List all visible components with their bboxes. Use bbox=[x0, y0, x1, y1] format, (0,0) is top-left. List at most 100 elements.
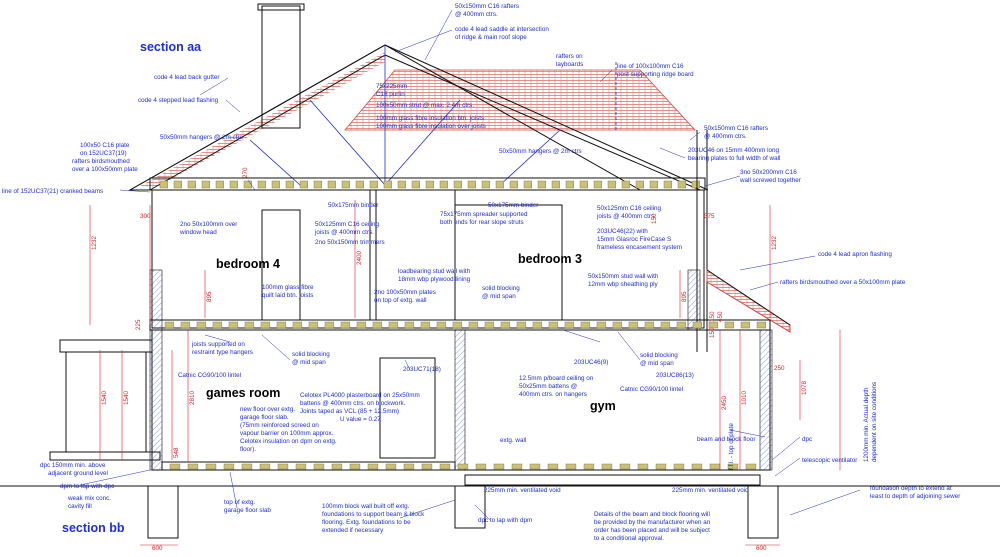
insulation-block bbox=[453, 180, 462, 189]
dim-150-rb: 150 bbox=[709, 327, 716, 338]
insulation-block bbox=[532, 321, 543, 329]
note-post-2: post supporting ridge board bbox=[617, 71, 694, 78]
insulation-block bbox=[745, 463, 757, 470]
note-uc-mid: 203UC46(9) bbox=[574, 359, 608, 366]
note-new-floor-2: garage floor slab. bbox=[240, 414, 289, 421]
annotations: 50x150mm C16 rafters @ 400mm ctrs. code … bbox=[2, 3, 960, 542]
insulation-block bbox=[411, 180, 420, 189]
note-new-floor-5: Celotex insulation on dpm on extg. bbox=[240, 438, 337, 445]
note-ceiling-joists: 50x125mm C16 ceiling bbox=[315, 221, 380, 228]
room-bedroom-3: bedroom 3 bbox=[518, 252, 582, 266]
insulation-block bbox=[547, 463, 559, 470]
dim-375: 375 bbox=[704, 213, 715, 220]
insulation-block bbox=[511, 463, 523, 470]
insulation-block bbox=[187, 180, 196, 189]
insulation-block bbox=[403, 463, 415, 470]
insulation-block bbox=[229, 180, 238, 189]
note-celotex: Celotex PL4000 plasterboard on 25x50mm bbox=[300, 392, 420, 399]
dim-895-right: 895 bbox=[681, 291, 688, 302]
insulation-block bbox=[607, 180, 616, 189]
section-title-bottom: section bb bbox=[62, 521, 125, 535]
note-birdsmouth-right: rafters birdsmouthed over a 50x100mm pla… bbox=[780, 279, 906, 286]
insulation-block bbox=[724, 321, 735, 329]
ground-storey bbox=[0, 329, 1000, 539]
note-loadbearing: loadbearing stud wall with bbox=[398, 268, 471, 275]
note-garage-slab-2: garage floor slab bbox=[224, 507, 271, 514]
insulation-block bbox=[593, 180, 602, 189]
insulation-block bbox=[529, 463, 541, 470]
insulation-block bbox=[308, 321, 319, 329]
note-saddle-2: of ridge & main roof slope bbox=[455, 34, 527, 41]
dimension-labels: 300 375 1232 1232 2400 895 895 225 150 4… bbox=[91, 167, 808, 552]
note-firecase: 203UC46(22) with bbox=[597, 228, 648, 235]
insulation-block bbox=[173, 180, 182, 189]
note-ceiling-joists-2: joists @ 400mm ctrs. bbox=[314, 229, 374, 236]
note-rafters-right: 50x150mm C16 rafters bbox=[704, 125, 768, 132]
insulation-block bbox=[228, 321, 239, 329]
dim-150-ra: 150 bbox=[651, 213, 658, 224]
note-catnic-right: Catnic CG90/100 lintel bbox=[620, 386, 683, 393]
note-rafters-right-2: @ 400mm ctrs. bbox=[704, 133, 747, 140]
room-gym: gym bbox=[590, 399, 616, 413]
note-firecase-3: frameless encasement system bbox=[597, 244, 682, 251]
insulation-block bbox=[691, 180, 700, 189]
insulation-block bbox=[244, 321, 255, 329]
note-binder-mid: 50x175mm binder bbox=[488, 202, 538, 209]
upper-storey bbox=[149, 189, 791, 333]
insulation-block bbox=[276, 321, 287, 329]
note-details-3: order has been placed and will be subjec… bbox=[594, 527, 710, 534]
note-blocking-mid: solid blocking bbox=[482, 285, 520, 292]
insulation-block bbox=[660, 321, 671, 329]
note-purlin-2: C16 purlin bbox=[376, 91, 405, 98]
note-post: line of 100x100mm C16 bbox=[617, 63, 684, 70]
insulation-block bbox=[500, 321, 511, 329]
insulation-block bbox=[367, 463, 379, 470]
insulation-block bbox=[709, 463, 721, 470]
insulation-block bbox=[223, 463, 235, 470]
insulation-block bbox=[341, 180, 350, 189]
insulation-block bbox=[628, 321, 639, 329]
insulation-block bbox=[457, 463, 469, 470]
note-hangers-left: 50x50mm hangers @ 2m ctrs bbox=[160, 134, 243, 141]
note-back-gutter: code 4 lead back gutter bbox=[154, 74, 219, 81]
note-new-floor-4: vapour barrier on 100mm approx. bbox=[240, 430, 334, 437]
note-dpc-right: dpc bbox=[802, 436, 812, 443]
note-birdsmouth-2: over a 100x50mm plate bbox=[72, 166, 138, 173]
note-quilt-2: quilt laid btn. joists bbox=[262, 292, 313, 299]
note-rafters-top: 50x150mm C16 rafters bbox=[455, 3, 519, 10]
insulation-block bbox=[537, 180, 546, 189]
dim-1232-right: 1232 bbox=[771, 235, 778, 250]
dim-300: 300 bbox=[140, 213, 151, 220]
insulation-block bbox=[692, 321, 703, 329]
insulation-block bbox=[388, 321, 399, 329]
insulation-block bbox=[313, 463, 325, 470]
insulation-block bbox=[635, 180, 644, 189]
dim-450: 450 bbox=[717, 311, 724, 322]
leader-lines bbox=[79, 9, 861, 521]
note-saddle: code 4 lead saddle at intersection bbox=[455, 26, 549, 33]
note-foundation-2: least to depth of adjoining sewer bbox=[870, 493, 960, 500]
roof-structure bbox=[128, 3, 709, 352]
insulation-block bbox=[708, 321, 719, 329]
insulation-block bbox=[259, 463, 271, 470]
insulation-block bbox=[327, 180, 336, 189]
insulation-block bbox=[356, 321, 367, 329]
insulation-block bbox=[475, 463, 487, 470]
insulation-block bbox=[637, 463, 649, 470]
dim-270: 270 bbox=[242, 167, 249, 178]
note-glass-fibre-2: 100mm glass fibre insulation over joists bbox=[376, 123, 486, 130]
insulation-block bbox=[548, 321, 559, 329]
insulation-block bbox=[205, 463, 217, 470]
insulation-block bbox=[340, 321, 351, 329]
insulation-block bbox=[580, 321, 591, 329]
insulation-block bbox=[583, 463, 595, 470]
dim-225: 225 bbox=[135, 319, 142, 330]
insulation-block bbox=[468, 321, 479, 329]
note-uc-right: 203UC86(13) bbox=[656, 372, 694, 379]
note-dpc-left-2: adjacent ground level bbox=[48, 470, 108, 477]
note-plate: 100x50 C16 plate bbox=[80, 142, 130, 149]
note-glass-fibre: 100mm glass fibre insulation btn. joists bbox=[376, 115, 484, 122]
note-block-wall-4: extended if necessary bbox=[322, 527, 384, 534]
note-plasterboard: 12.5mm p/board ceiling on bbox=[519, 375, 594, 382]
note-extg-wall: extg. wall bbox=[500, 437, 526, 444]
